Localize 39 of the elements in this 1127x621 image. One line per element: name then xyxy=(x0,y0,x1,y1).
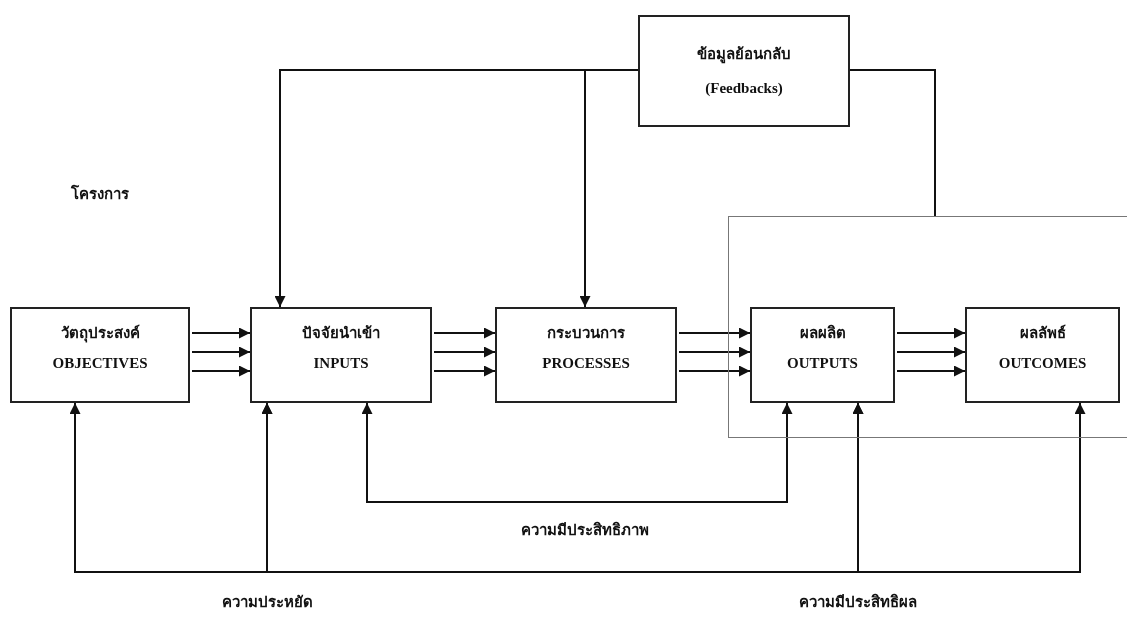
box-label: ผลลัพธ์ xyxy=(1019,323,1066,343)
box-label: OUTCOMES xyxy=(998,354,1087,373)
arrow xyxy=(678,327,751,339)
box-label: ข้อมูลย้อนกลับ xyxy=(697,45,791,64)
box-label: วัตถุประสงค์ xyxy=(60,323,140,343)
arrow xyxy=(678,365,751,377)
arrow xyxy=(433,327,496,339)
arrow xyxy=(678,346,751,358)
process-box xyxy=(250,307,432,403)
bus-label: ความมีประสิทธิผล xyxy=(799,592,917,612)
connector-line xyxy=(849,69,936,217)
arrow xyxy=(361,402,793,503)
process-box xyxy=(750,307,895,403)
box-label: ผลผลิต xyxy=(799,323,846,343)
box-label: INPUTS xyxy=(313,354,369,373)
feedback-box xyxy=(638,15,850,127)
process-box xyxy=(965,307,1120,403)
bus-label: ความประหยัด xyxy=(221,593,313,612)
arrow xyxy=(191,346,251,358)
arrow xyxy=(579,69,639,308)
box-label: OBJECTIVES xyxy=(52,354,148,373)
box-label: กระบวนการ xyxy=(547,324,625,343)
process-box xyxy=(495,307,677,403)
arrow xyxy=(852,402,1086,573)
box-label: PROCESSES xyxy=(542,354,630,373)
arrow xyxy=(896,327,966,339)
box-label: ปัจจัยนำเข้า xyxy=(302,324,380,343)
arrow xyxy=(896,346,966,358)
frame-box xyxy=(728,216,1127,438)
arrow xyxy=(191,327,251,339)
arrow xyxy=(896,365,966,377)
loop-label: ความมีประสิทธิภาพ xyxy=(521,520,649,540)
arrow xyxy=(433,346,496,358)
box-label: (Feedbacks) xyxy=(705,79,783,98)
project-label: โครงการ xyxy=(71,184,129,204)
box-label: OUTPUTS xyxy=(787,354,858,373)
process-box xyxy=(10,307,190,403)
arrow xyxy=(191,365,251,377)
arrow xyxy=(433,365,496,377)
